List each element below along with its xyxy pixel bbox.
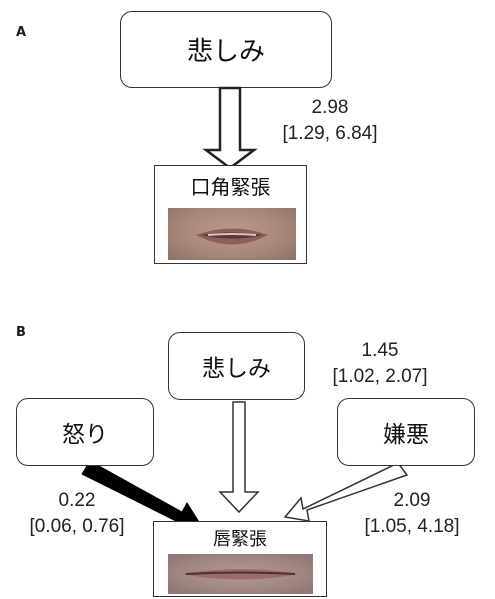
panel-b-target-label: 唇緊張 xyxy=(213,529,267,550)
panel-a-label: A xyxy=(16,25,27,40)
mouth-smile-shape xyxy=(196,228,268,245)
panel-b-stat-sadness-ci: [1.02, 2.07] xyxy=(332,366,428,387)
panel-b-stat-sadness-estimate: 1.45 xyxy=(361,340,399,361)
panel-b-node-anger: 怒り xyxy=(16,398,154,466)
panel-a-mouth-image xyxy=(168,208,296,260)
mouth-pressed-shape xyxy=(182,569,299,580)
panel-b-stat-anger-ci: [0.06, 0.76] xyxy=(29,516,125,537)
panel-b-arrow-sadness xyxy=(218,401,260,514)
panel-b-stat-anger-estimate: 0.22 xyxy=(58,490,96,511)
panel-b-node-sadness: 悲しみ xyxy=(168,332,305,400)
panel-b-stat-disgust-estimate: 2.09 xyxy=(393,490,431,511)
panel-b-stat-disgust-ci: [1.05, 4.18] xyxy=(364,516,460,537)
panel-b-node-disgust: 嫌悪 xyxy=(337,398,475,466)
panel-b-node-sadness-label: 悲しみ xyxy=(202,356,271,382)
panel-a-ci: [1.29, 6.84] xyxy=(282,123,378,144)
panel-a-source-label: 悲しみ xyxy=(186,37,265,67)
panel-a-target-label: 口角緊張 xyxy=(190,175,271,199)
panel-b-arrow-disgust xyxy=(283,462,409,522)
panel-a-target-box: 口角緊張 xyxy=(154,165,307,264)
panel-b-stat-anger: 0.22 [0.06, 0.76] xyxy=(2,488,152,540)
panel-a-source-node: 悲しみ xyxy=(120,11,332,88)
panel-a-estimate: 2.98 xyxy=(311,97,349,118)
panel-b-stat-disgust: 2.09 [1.05, 4.18] xyxy=(332,488,492,540)
panel-b-label: B xyxy=(16,325,26,340)
panel-b-node-anger-label: 怒り xyxy=(62,422,108,448)
panel-b-node-disgust-label: 嫌悪 xyxy=(383,422,429,448)
panel-b-target-box: 唇緊張 xyxy=(153,521,327,597)
panel-a-stat: 2.98 [1.29, 6.84] xyxy=(245,95,415,147)
panel-b-mouth-image xyxy=(168,554,313,594)
panel-b-stat-sadness: 1.45 [1.02, 2.07] xyxy=(300,338,460,390)
panel-a-arrow xyxy=(202,86,258,170)
